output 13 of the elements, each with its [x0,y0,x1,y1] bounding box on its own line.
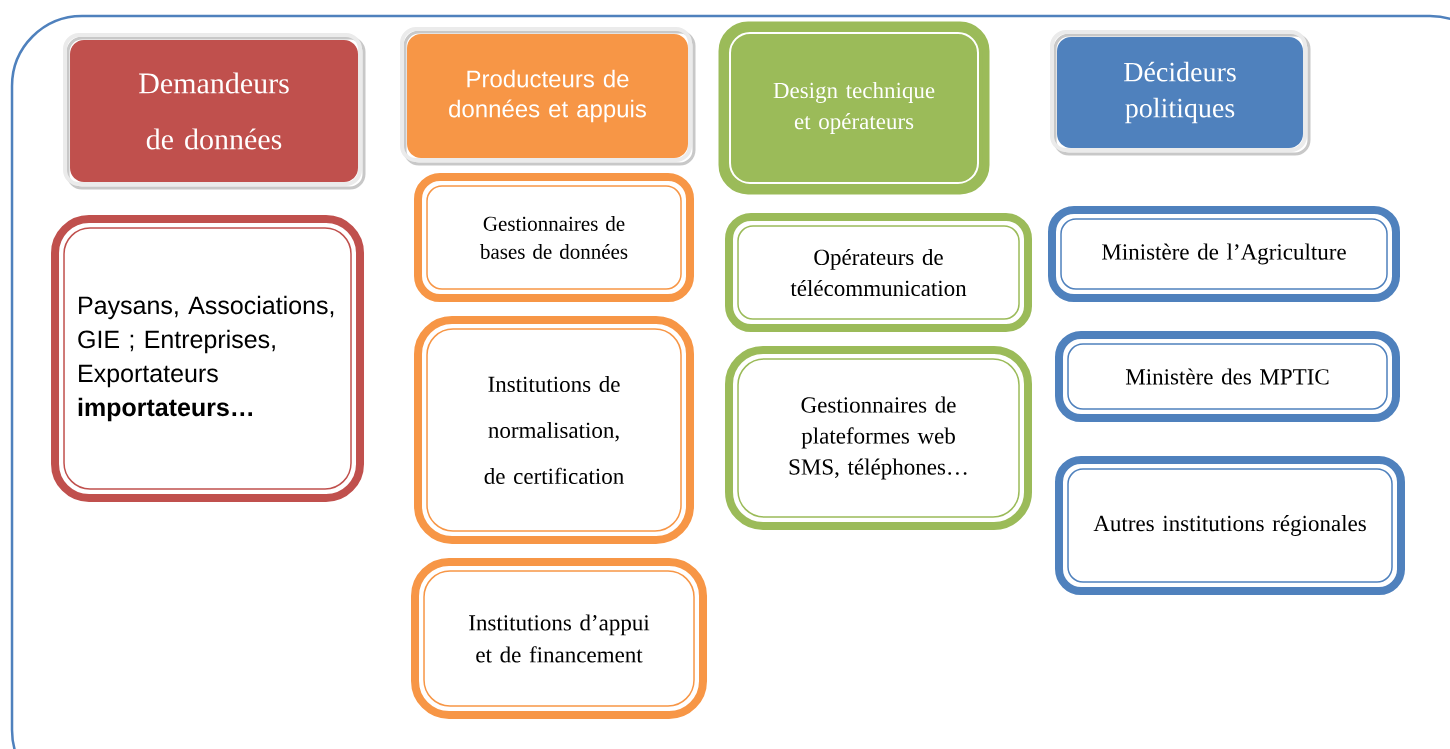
rounded-box: Autres institutions régionales [1055,456,1405,595]
category-header: Demandeurs de données [63,33,366,190]
category-header: Design technique et opérateurs [718,21,990,195]
rounded-box: Gestionnaires de plateformes web SMS, téléphones… [725,346,1032,530]
category-header: Producteurs de données et appuis [400,27,696,166]
rounded-box: Institutions de normalisation, de certification [414,316,694,544]
rounded-box: Ministère des MPTIC [1055,331,1400,422]
rounded-box: Ministère de l’Agriculture [1048,206,1400,302]
category-header: Décideurs politiques [1050,30,1311,156]
rounded-box: Paysans, Associations, GIE ; Entreprises, Exportateurs importateurs… [51,215,364,502]
rounded-box: Opérateurs de télécommunication [725,213,1032,332]
rounded-box: Gestionnaires de bases de données [414,173,694,302]
rounded-box: Institutions d’appui et de financement [411,558,707,719]
